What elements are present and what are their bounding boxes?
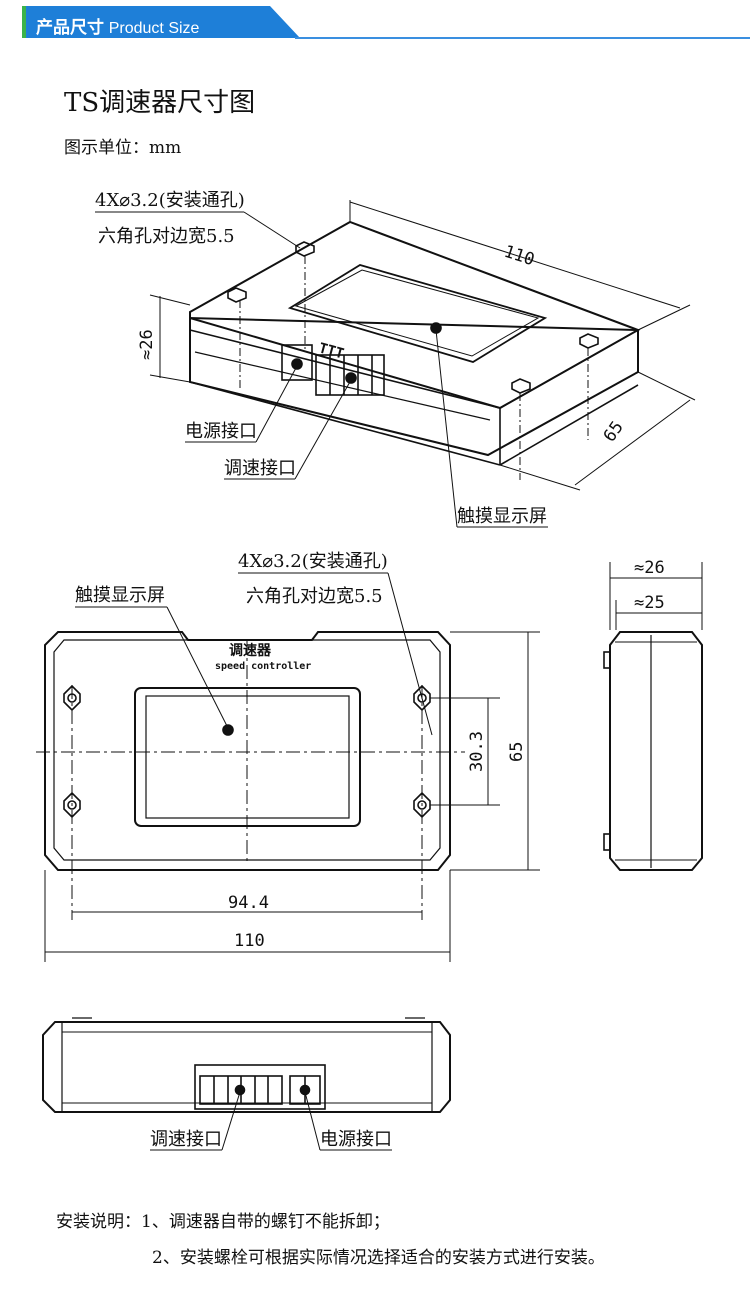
bottom-speed-leader [221, 1091, 241, 1151]
front-hex-holes [63, 684, 431, 819]
iso-dim-ext [499, 464, 581, 491]
bottom-speed-pin-icon [234, 1084, 246, 1096]
iso-screen-inner [294, 269, 540, 357]
iso-dim-width: 65 [600, 418, 628, 446]
front-logo-cn: 调速器 [229, 642, 272, 659]
iso-body-outline [189, 316, 639, 457]
install-note-2: 2、安装螺栓可根据实际情况选择适合的安装方式进行安装。 [152, 1248, 605, 1268]
banner-shape [22, 6, 750, 39]
bottom-power-pin-icon [299, 1084, 311, 1096]
iso-front-edge [189, 329, 501, 409]
bottom-speed-port-label: 调速接口 [150, 1129, 222, 1150]
front-dim-height: 65 [507, 742, 527, 762]
iso-hex-holes [227, 241, 599, 394]
section-banner: 产品尺寸 Product Size [0, 0, 750, 44]
side-dim-body: ≈25 [634, 593, 665, 613]
iso-dim-ext [637, 304, 691, 331]
iso-bottom-front [189, 381, 501, 466]
iso-dim-length: 110 [501, 242, 536, 271]
iso-dim-ext [637, 371, 696, 401]
banner-title-cn: 产品尺寸 [36, 18, 104, 37]
bottom-view: 调速接口 电源接口 [42, 1017, 451, 1151]
page-title: TS调速器尺寸图 [64, 88, 256, 118]
front-touch-screen-label: 触摸显示屏 [75, 585, 165, 606]
iso-speed-connector [315, 354, 385, 396]
iso-hole-leader [243, 211, 301, 249]
iso-view: 110 65 ≈26 4X⌀3.2(安装通孔) 六角孔对边宽5.5 电源接口 调… [95, 190, 696, 528]
iso-screen-dot-icon [430, 322, 442, 334]
iso-power-leader [255, 365, 298, 443]
bottom-body-outline [42, 1021, 451, 1113]
iso-top-face [189, 220, 641, 410]
iso-speed-pin-icon [345, 372, 357, 384]
iso-hex-hole-icon [227, 287, 247, 303]
iso-hex-hole-icon [579, 333, 599, 349]
iso-dim-height: ≈26 [137, 329, 157, 360]
iso-dim-line-110 [349, 201, 681, 309]
banner-title: 产品尺寸 Product Size [36, 13, 199, 38]
front-hole-spec-2: 六角孔对边宽5.5 [246, 586, 383, 607]
iso-screen [287, 264, 548, 363]
iso-seam-line [194, 351, 491, 421]
front-screen-dot-icon [222, 724, 234, 736]
iso-hole-spec-2: 六角孔对边宽5.5 [98, 226, 235, 247]
iso-power-port-label: 电源接口 [185, 421, 257, 442]
bottom-power-port-label: 电源接口 [320, 1129, 392, 1150]
iso-speed-leader [294, 379, 352, 480]
iso-touch-screen-label: 触摸显示屏 [457, 506, 547, 527]
iso-power-pin-icon [291, 358, 303, 370]
iso-side-edge [499, 329, 639, 409]
side-tab-top [603, 651, 611, 669]
iso-hex-hole-icon [295, 241, 315, 257]
front-screen-leader [166, 606, 229, 729]
iso-hex-hole-icon [511, 378, 531, 394]
side-tab-bottom [603, 833, 611, 851]
side-dim-total: ≈26 [634, 558, 665, 578]
unit-label: 图示单位：mm [64, 138, 182, 158]
banner-green-bar [22, 6, 26, 38]
front-hole-icon [417, 800, 427, 810]
iso-power-connector [281, 344, 313, 381]
front-hole-spec-1: 4X⌀3.2(安装通孔) [238, 551, 388, 572]
install-note-1: 安装说明：1、调速器自带的螺钉不能拆卸； [56, 1212, 390, 1232]
bottom-connector-housing [194, 1064, 326, 1110]
front-dim-hole-x: 94.4 [228, 893, 269, 913]
banner-tab [26, 6, 300, 38]
iso-dim-line-65 [574, 399, 691, 486]
front-view: 调速器 speed controller 94.4 110 30.3 [36, 551, 540, 962]
iso-hole-spec-1: 4X⌀3.2(安装通孔) [95, 190, 245, 211]
iso-dim-ext [149, 294, 191, 306]
front-hole-icon [67, 800, 77, 810]
side-view: ≈26 ≈25 [603, 558, 703, 871]
iso-screen-leader [435, 329, 458, 528]
iso-dim-ext [149, 374, 191, 383]
front-hole-leader [387, 572, 433, 736]
iso-speed-port-label: 调速接口 [224, 458, 296, 479]
iso-front-logo: TTT [317, 340, 346, 362]
bottom-power-leader [304, 1091, 321, 1151]
front-logo-en: speed controller [215, 661, 311, 672]
front-body-inner [53, 639, 441, 861]
banner-title-en: Product Size [108, 20, 200, 37]
front-dim-hole-y: 30.3 [467, 731, 487, 772]
side-body-outline [609, 631, 703, 871]
iso-bottom-side [499, 384, 639, 466]
front-dim-length: 110 [234, 931, 265, 951]
